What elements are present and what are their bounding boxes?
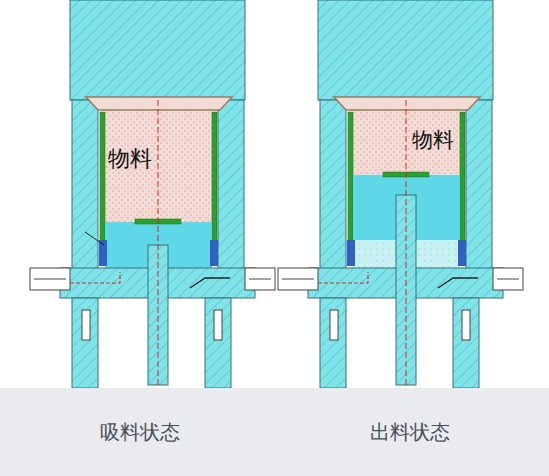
discharge-unit: [278, 0, 523, 388]
suction-unit: [30, 0, 275, 388]
state-caption: 出料状态: [370, 420, 450, 444]
state-caption: 吸料状态: [100, 420, 180, 444]
material-label: 物料: [412, 128, 454, 153]
caption-band: [0, 388, 549, 476]
material-label: 物料: [108, 146, 152, 172]
